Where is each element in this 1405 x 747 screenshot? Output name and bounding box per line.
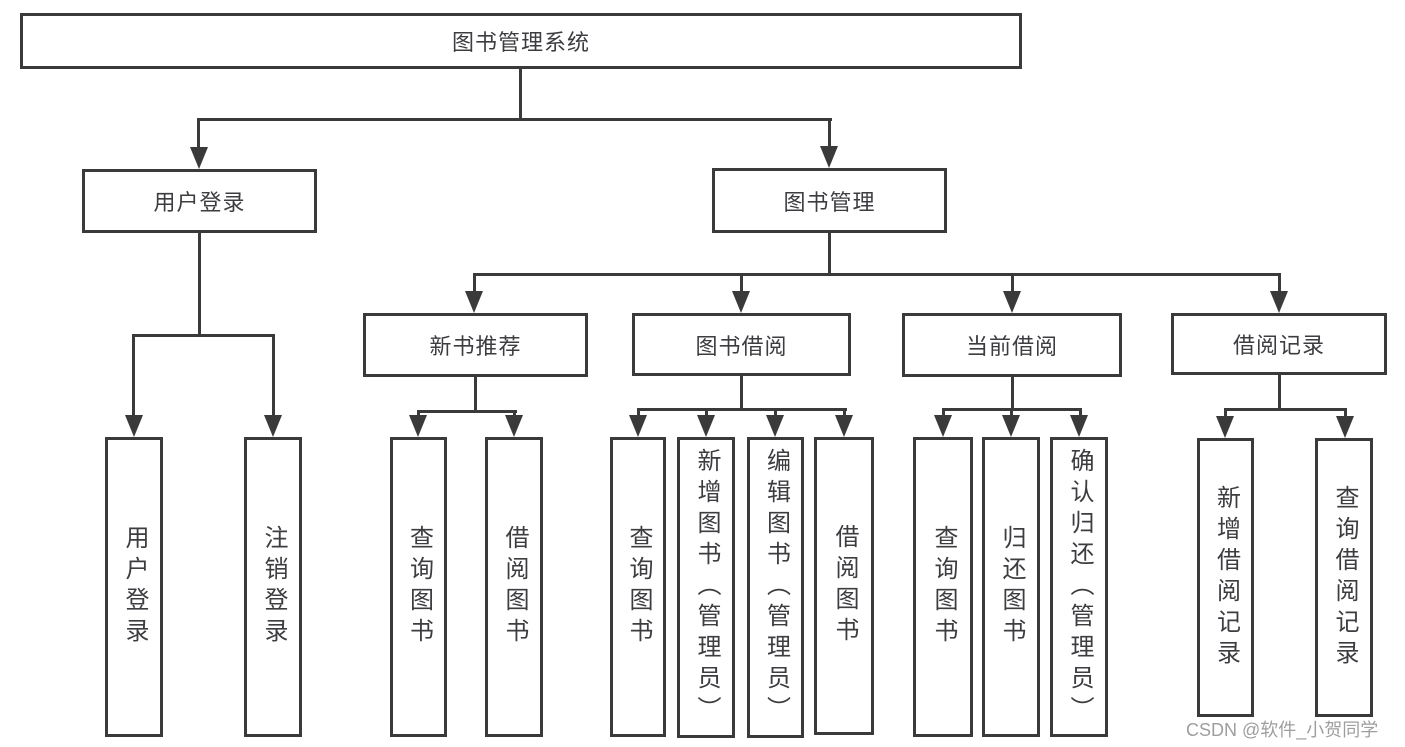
connector-line (473, 273, 476, 295)
connector-line (519, 69, 522, 121)
leaf-borrow-books: 借阅图书 (814, 437, 874, 735)
connector-line (417, 410, 517, 413)
connector-line (132, 334, 135, 418)
node-current-borrow: 当前借阅 (902, 313, 1122, 377)
leaf-query-borrow-record: 查询借阅记录 (1315, 438, 1373, 717)
node-book-borrow: 图书借阅 (632, 313, 851, 376)
arrow-down-icon (1216, 416, 1234, 438)
connector-line (705, 408, 708, 418)
arrow-down-icon (190, 147, 208, 169)
leaf-query-books-recommend: 查询图书 (390, 437, 447, 737)
connector-line (1278, 375, 1281, 411)
connector-line (198, 233, 201, 337)
leaf-return-books: 归还图书 (982, 437, 1040, 737)
connector-line (474, 377, 477, 413)
arrow-down-icon (766, 415, 784, 437)
arrow-down-icon (732, 291, 750, 313)
leaf-borrow-books-recommend: 借阅图书 (485, 437, 543, 737)
connector-line (740, 273, 743, 295)
connector-line (513, 410, 516, 418)
connector-line (843, 408, 846, 418)
leaf-query-books-borrow: 查询图书 (610, 437, 666, 737)
arrow-down-icon (1336, 416, 1354, 438)
connector-line (1224, 408, 1347, 411)
connector-line (1011, 273, 1014, 295)
arrow-down-icon (697, 415, 715, 437)
connector-line (272, 334, 275, 418)
leaf-confirm-return-admin: 确认归还（管理员） (1050, 437, 1108, 737)
node-root: 图书管理系统 (20, 13, 1022, 69)
arrow-down-icon (934, 415, 952, 437)
arrow-down-icon (264, 415, 282, 437)
arrow-down-icon (835, 415, 853, 437)
leaf-user-login: 用户登录 (105, 437, 163, 737)
connector-line (473, 273, 1281, 276)
arrow-down-icon (1270, 291, 1288, 313)
connector-line (828, 233, 831, 276)
arrow-down-icon (409, 415, 427, 437)
node-book-management: 图书管理 (712, 168, 947, 233)
arrow-down-icon (629, 415, 647, 437)
connector-line (828, 118, 831, 150)
node-new-book-recommend: 新书推荐 (363, 313, 588, 377)
connector-line (637, 408, 640, 418)
connector-line (132, 334, 275, 337)
arrow-down-icon (1002, 415, 1020, 437)
connector-line (1278, 273, 1281, 295)
arrow-down-icon (465, 291, 483, 313)
leaf-add-books-admin: 新增图书（管理员） (677, 437, 735, 738)
leaf-logout: 注销登录 (244, 437, 302, 737)
arrow-down-icon (505, 415, 523, 437)
connector-line (740, 376, 743, 411)
connector-line (198, 118, 832, 121)
connector-line (942, 408, 945, 418)
connector-line (1079, 408, 1082, 418)
arrow-down-icon (125, 415, 143, 437)
connector-line (774, 408, 777, 418)
connector-line (1344, 408, 1347, 418)
leaf-add-borrow-record: 新增借阅记录 (1197, 438, 1254, 717)
connector-line (637, 408, 847, 411)
node-user-login: 用户登录 (82, 169, 317, 233)
connector-line (1010, 408, 1013, 418)
leaf-query-books-current: 查询图书 (913, 437, 973, 737)
arrow-down-icon (1003, 291, 1021, 313)
csdn-watermark: CSDN @软件_小贺同学 (1186, 720, 1379, 740)
connector-line (1011, 377, 1014, 411)
node-borrow-record: 借阅记录 (1171, 313, 1387, 375)
connector-line (1224, 408, 1227, 418)
leaf-edit-books-admin: 编辑图书（管理员） (747, 437, 804, 738)
connector-line (197, 118, 200, 150)
arrow-down-icon (1070, 415, 1088, 437)
arrow-down-icon (820, 146, 838, 168)
connector-line (417, 410, 420, 418)
